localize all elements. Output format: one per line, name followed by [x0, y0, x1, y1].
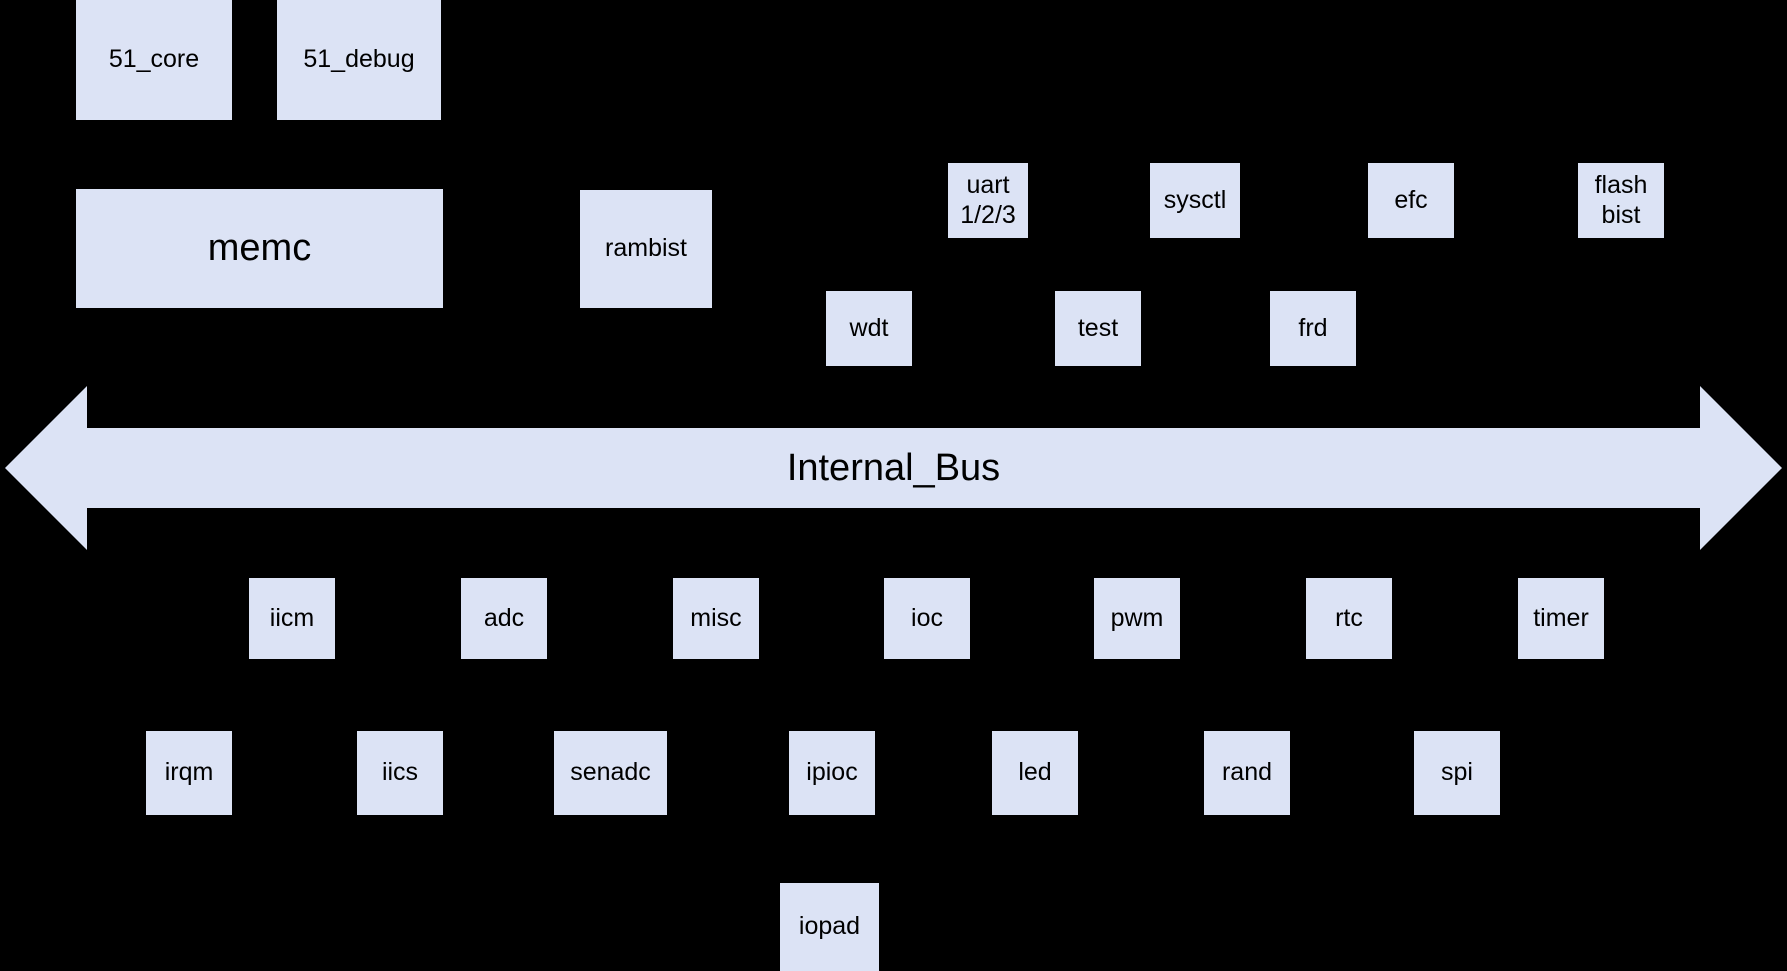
block-iicm[interactable]: iicm [249, 578, 335, 659]
block-rand[interactable]: rand [1204, 731, 1290, 815]
block-51_core[interactable]: 51_core [76, 0, 232, 120]
internal-bus[interactable]: Internal_Bus [0, 378, 1787, 558]
block-iics[interactable]: iics [357, 731, 443, 815]
block-pwm[interactable]: pwm [1094, 578, 1180, 659]
block-wdt[interactable]: wdt [826, 291, 912, 366]
block-flash_bist[interactable]: flash bist [1578, 163, 1664, 238]
block-timer[interactable]: timer [1518, 578, 1604, 659]
block-irqm[interactable]: irqm [146, 731, 232, 815]
block-51_debug[interactable]: 51_debug [277, 0, 441, 120]
block-led[interactable]: led [992, 731, 1078, 815]
internal-bus-arrow-icon [5, 386, 1782, 550]
block-spi[interactable]: spi [1414, 731, 1500, 815]
block-ipioc[interactable]: ipioc [789, 731, 875, 815]
block-frd[interactable]: frd [1270, 291, 1356, 366]
block-uart[interactable]: uart 1/2/3 [948, 163, 1028, 238]
block-test[interactable]: test [1055, 291, 1141, 366]
block-memc[interactable]: memc [76, 189, 443, 308]
block-iopad[interactable]: iopad [780, 883, 879, 971]
block-misc[interactable]: misc [673, 578, 759, 659]
block-senadc[interactable]: senadc [554, 731, 667, 815]
block-rambist[interactable]: rambist [580, 190, 712, 308]
block-ioc[interactable]: ioc [884, 578, 970, 659]
block-rtc[interactable]: rtc [1306, 578, 1392, 659]
block-sysctl[interactable]: sysctl [1150, 163, 1240, 238]
block-efc[interactable]: efc [1368, 163, 1454, 238]
block-adc[interactable]: adc [461, 578, 547, 659]
